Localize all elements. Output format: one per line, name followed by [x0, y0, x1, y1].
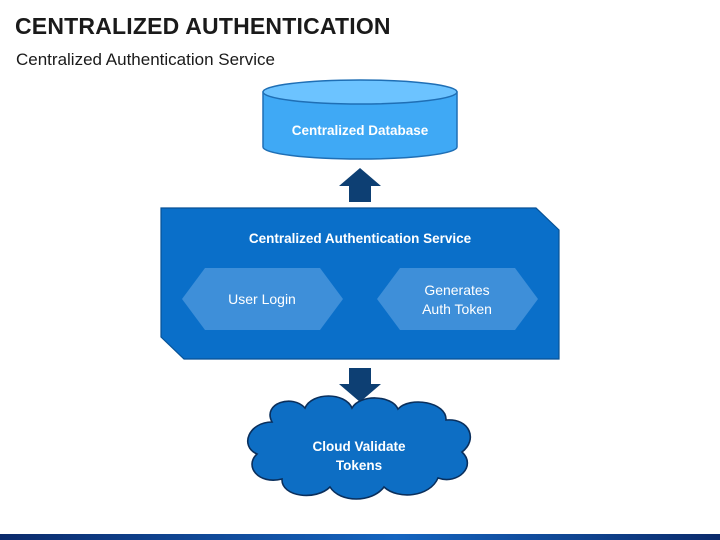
cloud-label-line2: Tokens [336, 458, 382, 473]
footer-accent-bar [0, 534, 720, 540]
cloud-icon [246, 395, 472, 500]
generate-token-step [377, 268, 538, 330]
centralized-database: Centralized Database [262, 79, 458, 160]
arrow-up-icon [339, 168, 381, 202]
user-login-step [182, 268, 343, 330]
service-label: Centralized Authentication Service [249, 231, 472, 246]
generate-token-label-line1: Generates [424, 282, 489, 298]
database-cylinder-icon [262, 91, 458, 160]
page-subtitle: Centralized Authentication Service [16, 50, 275, 69]
page-title: CENTRALIZED AUTHENTICATION [15, 13, 391, 39]
authentication-service-box: Centralized Authentication Service User … [160, 207, 560, 360]
cloud-label-line1: Cloud Validate [312, 439, 406, 454]
database-top-icon [262, 79, 458, 105]
cloud-validate-tokens: Cloud Validate Tokens [246, 395, 472, 500]
user-login-label: User Login [228, 291, 296, 307]
arrow-down-icon [339, 368, 381, 402]
generate-token-label-line2: Auth Token [422, 301, 492, 317]
database-label: Centralized Database [292, 123, 429, 138]
